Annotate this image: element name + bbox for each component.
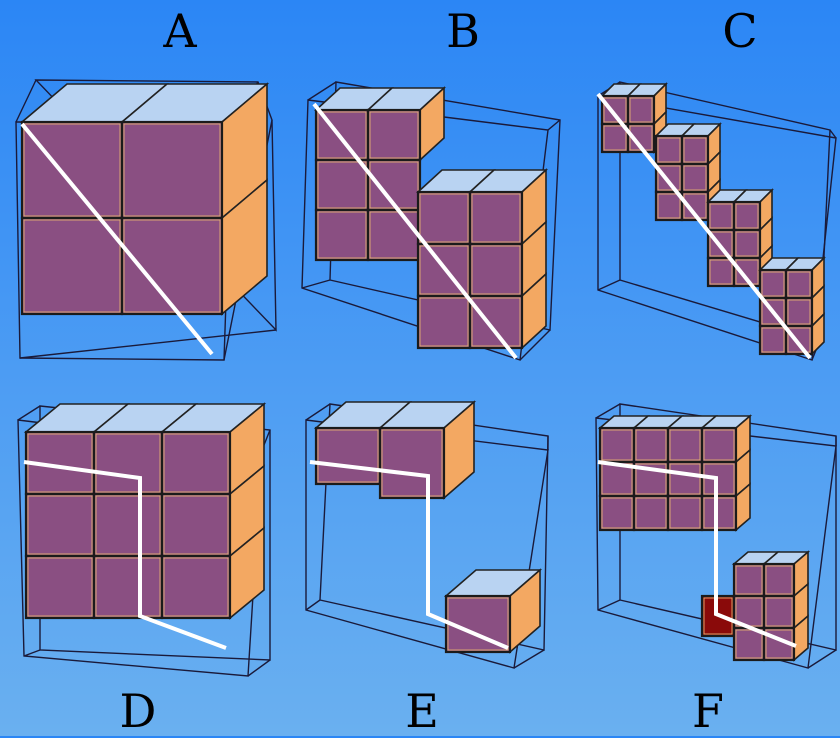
cube-front-face (628, 96, 654, 124)
cube-front-face (316, 160, 368, 210)
cube-front-face (470, 244, 522, 296)
cube-front-face (734, 564, 764, 596)
frame-edge (18, 406, 40, 420)
frame-edge (20, 330, 276, 358)
frame-edge (248, 660, 270, 676)
cube-front-face (316, 210, 368, 260)
cube-front-face (470, 296, 522, 348)
frame-edge (598, 280, 620, 290)
cube-front-face (702, 496, 736, 530)
frame-edge (514, 650, 544, 668)
cube-front-face (764, 564, 794, 596)
cube-front-face (708, 202, 734, 230)
cube-front-face (26, 556, 94, 618)
cube-front-face (470, 192, 522, 244)
panel-c (598, 82, 836, 360)
cube-front-face (600, 496, 634, 530)
panel-f (596, 404, 836, 668)
panel-b (302, 82, 560, 360)
cube-front-face (682, 136, 708, 164)
cube-front-face (600, 428, 634, 462)
cube-front-face (122, 122, 222, 218)
cube-front-face (162, 556, 230, 618)
cube-front-face (380, 428, 444, 498)
panel-e (306, 402, 548, 668)
cube-front-face (418, 296, 470, 348)
cube-front-face (668, 462, 702, 496)
frame-edge (302, 280, 330, 288)
cube-front-face (94, 556, 162, 618)
cube-front-face (702, 428, 736, 462)
cube-front-face (668, 428, 702, 462)
cube-front-face (734, 202, 760, 230)
cube-front-face (22, 218, 122, 314)
cube-front-face (418, 192, 470, 244)
cube-front-face (786, 270, 812, 298)
frame-edge (808, 650, 836, 668)
cube-front-face (316, 428, 380, 484)
cube-front-face (22, 122, 122, 218)
cube-front-face (708, 258, 734, 286)
cube-front-face (734, 230, 760, 258)
cube-front-face (760, 326, 786, 354)
cube-front-face (94, 494, 162, 556)
frame-edge (548, 120, 560, 130)
cube-front-face (786, 298, 812, 326)
cube-front-face (368, 110, 420, 160)
panel-d (18, 404, 270, 676)
cube-front-face (764, 596, 794, 628)
cube-front-face (682, 164, 708, 192)
cube-front-face (634, 428, 668, 462)
frame-edge (24, 650, 40, 656)
cube-front-face (162, 432, 230, 494)
frame-edge (306, 404, 330, 420)
panel-a (16, 80, 276, 360)
cube-front-face (94, 432, 162, 494)
cube-front-face (26, 494, 94, 556)
cube-front-face (368, 210, 420, 260)
cube-front-face (162, 494, 230, 556)
cube-front-face (602, 96, 628, 124)
frame-edge (598, 600, 620, 610)
cube-front-face (668, 496, 702, 530)
cube-front-face (760, 270, 786, 298)
cube-front-face (634, 496, 668, 530)
frame-edge (306, 600, 320, 610)
cube-front-face (656, 136, 682, 164)
cube-front-face (702, 462, 736, 496)
